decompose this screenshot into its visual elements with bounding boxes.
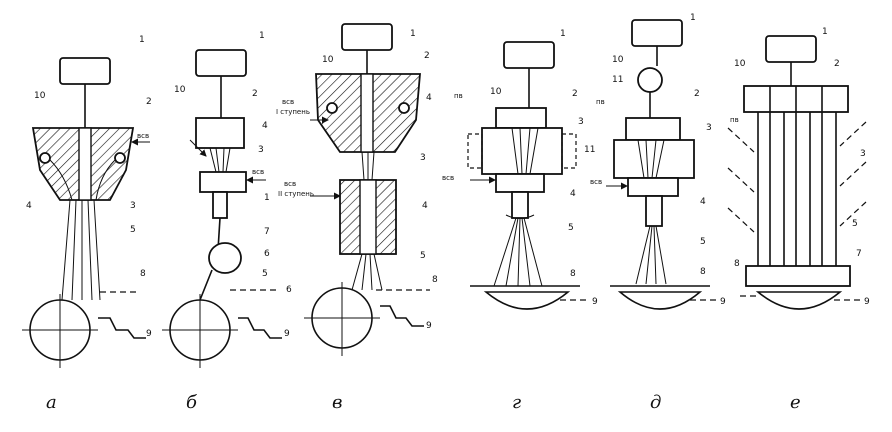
- panel-a: всв 1 10 2 4 3 5 8 9 а: [22, 35, 152, 413]
- svg-text:8: 8: [432, 275, 438, 285]
- panel-b: всв 1 10 2 4 3 1 7 6 5 6 9 б: [162, 31, 292, 413]
- label-vsv: всв: [442, 174, 454, 182]
- svg-text:4: 4: [700, 197, 706, 207]
- lens-dish: [755, 291, 843, 310]
- parallel-nozzles: [757, 112, 837, 266]
- label-vsv-2: всв: [284, 180, 296, 188]
- svg-text:5: 5: [130, 225, 136, 235]
- svg-text:1: 1: [259, 31, 265, 41]
- label-vsv: всв: [590, 178, 602, 186]
- svg-text:1: 1: [822, 27, 828, 37]
- label-stage-2: II ступень: [278, 190, 314, 198]
- source-block: [503, 41, 555, 69]
- caption-d: д: [650, 392, 661, 413]
- svg-text:6: 6: [286, 285, 292, 295]
- svg-text:5: 5: [568, 223, 574, 233]
- lens-dish: [483, 291, 571, 310]
- base-block: [745, 265, 851, 287]
- svg-text:9: 9: [284, 329, 290, 339]
- source-block: [195, 49, 247, 77]
- label-pv: пв: [454, 92, 463, 100]
- svg-text:10: 10: [612, 55, 624, 65]
- panel-e: пв 1 10 2 3 5 7 8 9 е: [727, 27, 870, 413]
- svg-text:8: 8: [700, 267, 706, 277]
- collimator-block: [625, 117, 681, 141]
- caption-e: е: [790, 392, 801, 413]
- svg-text:10: 10: [322, 55, 334, 65]
- caption-a: а: [46, 392, 57, 413]
- caption-g: г: [512, 392, 521, 413]
- svg-text:3: 3: [706, 123, 712, 133]
- svg-text:8: 8: [734, 259, 740, 269]
- svg-text:5: 5: [700, 237, 706, 247]
- svg-text:2: 2: [252, 89, 258, 99]
- svg-text:3: 3: [860, 149, 866, 159]
- panel-v: всв I ступень всв II ступень 1 10 2 4 3 …: [276, 23, 438, 413]
- svg-text:9: 9: [146, 329, 152, 339]
- label-vsv: всв: [252, 168, 264, 176]
- svg-text:10: 10: [174, 85, 186, 95]
- svg-text:1: 1: [139, 35, 145, 45]
- label-pv: пв: [596, 98, 605, 106]
- svg-text:4: 4: [26, 201, 32, 211]
- lens-ball: [208, 242, 242, 274]
- svg-text:5: 5: [420, 251, 426, 261]
- label-vsv-1: всв: [282, 98, 294, 106]
- label-vsv: всв: [137, 132, 149, 140]
- svg-text:3: 3: [130, 201, 136, 211]
- label-pv: пв: [730, 116, 739, 124]
- svg-text:9: 9: [592, 297, 598, 307]
- source-block: [59, 57, 111, 85]
- svg-text:2: 2: [424, 51, 430, 61]
- svg-text:3: 3: [258, 145, 264, 155]
- svg-text:1: 1: [690, 13, 696, 23]
- source-block: [341, 23, 393, 51]
- svg-text:2: 2: [694, 89, 700, 99]
- svg-text:11: 11: [612, 75, 623, 85]
- svg-text:8: 8: [140, 269, 146, 279]
- lens-dish: [617, 291, 703, 310]
- panel-g: пв всв 1 10 2 3 11 4 5 8 9 г: [442, 29, 598, 413]
- collimator-block: [495, 107, 547, 129]
- label-stage-1: I ступень: [276, 108, 310, 116]
- svg-text:4: 4: [422, 201, 428, 211]
- svg-text:6: 6: [264, 249, 270, 259]
- svg-text:7: 7: [856, 249, 862, 259]
- collimator-block: [195, 117, 245, 149]
- panel-d: пв всв 1 10 11 2 3 4 5 8 9 д: [590, 13, 726, 413]
- svg-text:3: 3: [578, 117, 584, 127]
- svg-text:11: 11: [584, 145, 595, 155]
- svg-text:9: 9: [720, 297, 726, 307]
- svg-text:10: 10: [490, 87, 502, 97]
- svg-text:5: 5: [262, 269, 268, 279]
- svg-text:5: 5: [852, 219, 858, 229]
- coupling-block: [199, 171, 247, 193]
- svg-text:4: 4: [262, 121, 268, 131]
- svg-text:1: 1: [264, 193, 270, 203]
- svg-text:2: 2: [834, 59, 840, 69]
- svg-text:4: 4: [570, 189, 576, 199]
- svg-text:1: 1: [560, 29, 566, 39]
- svg-text:10: 10: [734, 59, 746, 69]
- svg-text:2: 2: [572, 89, 578, 99]
- svg-text:2: 2: [146, 97, 152, 107]
- svg-text:7: 7: [264, 227, 270, 237]
- lens-ball: [637, 67, 663, 93]
- source-block: [631, 19, 683, 47]
- source-block: [765, 35, 817, 63]
- svg-text:4: 4: [426, 93, 432, 103]
- caption-b: б: [186, 392, 198, 413]
- svg-text:9: 9: [426, 321, 432, 331]
- svg-text:9: 9: [864, 297, 870, 307]
- svg-text:3: 3: [420, 153, 426, 163]
- svg-text:10: 10: [34, 91, 46, 101]
- svg-text:8: 8: [570, 269, 576, 279]
- svg-text:1: 1: [410, 29, 416, 39]
- caption-v: в: [332, 392, 342, 413]
